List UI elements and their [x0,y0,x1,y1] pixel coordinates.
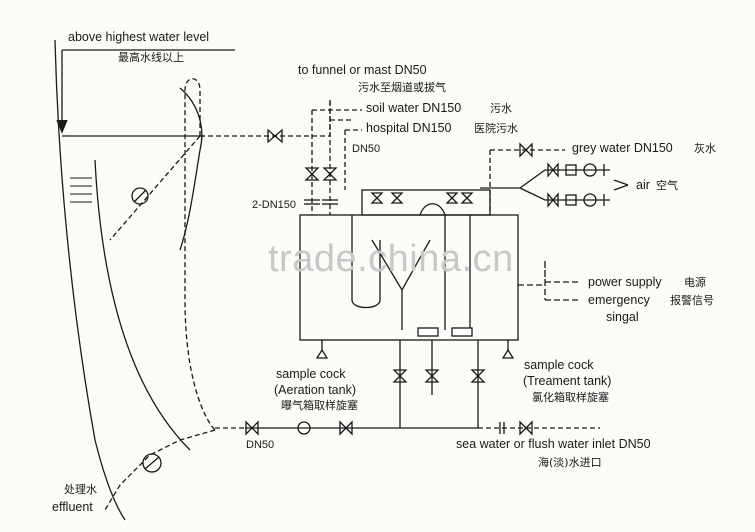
watermark: trade.china.cn [268,238,514,280]
label-sea-water-inlet-cn: 海(淡)水进口 [538,456,602,469]
hull-inner-curve [94,159,191,451]
label-aeration-tank: (Aeration tank) [274,383,356,397]
blower-manifold [519,169,610,201]
sample-cock-treatment-valve [501,348,515,359]
level-arrow-head [56,119,68,134]
label-dn50-bottom: DN50 [246,439,275,451]
diffuser-right [451,327,473,337]
hull-outer-curve [54,39,126,521]
inlet-valves [304,167,338,205]
air-arrow [613,179,629,191]
label-aeration-tank-cn: 曝气箱取样旋塞 [281,399,358,412]
label-treatment-tank-cn: 氯化箱取样旋塞 [532,391,609,404]
label-air-cn: 空气 [656,179,678,192]
tank-internal-baffle [351,215,381,309]
grey-water-valve [519,142,533,158]
flow-meter-upper [131,187,149,205]
label-above-highest-water-level-cn: 最高水线以上 [118,51,184,64]
label-soil-water-cn: 污水 [490,102,512,115]
sample-cock-aeration-valve [315,348,329,359]
label-dn50-top: DN50 [352,143,381,155]
power-supply-line [518,260,580,300]
tank-top-valves [370,192,474,204]
label-to-funnel-or-mast: to funnel or mast DN50 [298,63,427,77]
label-sample-cock-treatment: sample cock [524,358,594,372]
discharge-valve [245,420,259,436]
label-effluent: effluent [52,500,93,514]
flow-meter-lower [142,453,162,473]
vent-valve [267,128,283,144]
label-air: air [636,178,650,192]
discharge-pump [297,421,311,435]
label-soil-water: soil water DN150 [366,101,462,115]
label-treatment-tank: (Treament tank) [523,374,612,388]
hull-hatching [70,177,92,203]
label-hospital-cn: 医院污水 [474,122,518,135]
label-above-highest-water-level: above highest water level [68,30,210,44]
vent-line-dashed [200,100,331,137]
blower-units [547,162,605,208]
discharge-check-valve [339,420,353,436]
label-effluent-cn: 处理水 [64,483,97,496]
label-power-supply-cn: 电源 [684,276,706,289]
label-emergency-cn: 报警信号 [670,294,714,307]
vent-loop-dashed [184,78,216,431]
label-power-supply: power supply [588,275,662,289]
label-2-dn150: 2-DN150 [252,199,297,211]
label-sample-cock-aeration: sample cock [276,367,346,381]
label-sea-water-inlet: sea water or flush water inlet DN50 [456,437,651,451]
label-to-funnel-or-mast-cn: 污水至烟道或拔气 [358,81,446,94]
vent-branch-dashed [109,135,201,241]
label-hospital: hospital DN150 [366,121,452,135]
label-grey-water-cn: 灰水 [694,142,716,155]
sea-water-valve [499,420,533,436]
diffuser-left [417,327,439,337]
effluent-line-dashed [104,429,216,511]
drain-pipes [392,340,486,428]
label-emergency: emergency [588,293,650,307]
deck-curve [179,87,203,251]
label-grey-water: grey water DN150 [572,141,673,155]
label-singal: singal [606,310,639,324]
